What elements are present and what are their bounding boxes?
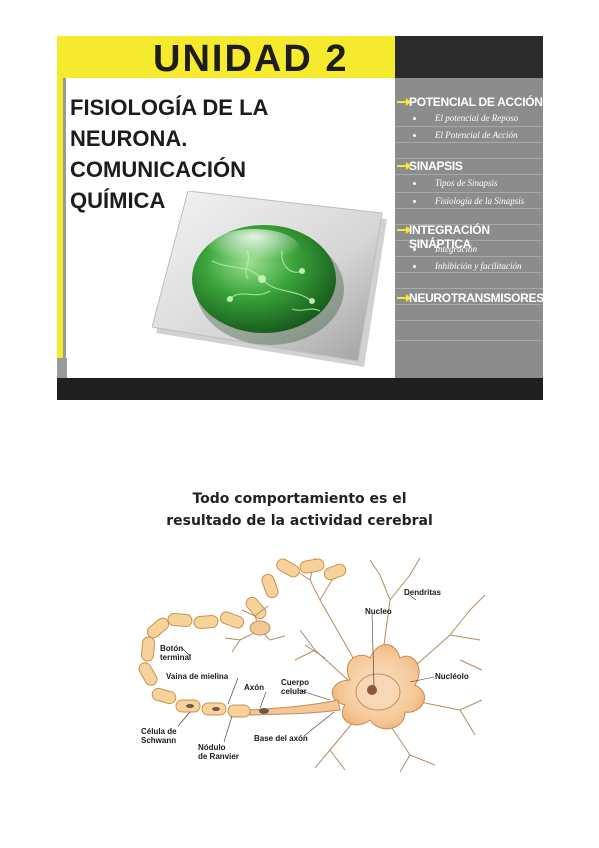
section-title: SINAPSIS (409, 159, 463, 173)
arrow-right-icon (397, 98, 411, 106)
divider (395, 304, 543, 305)
section-item: Inhibición y facilitación (435, 261, 522, 271)
bullet-icon (413, 200, 416, 203)
unit-title: UNIDAD 2 (153, 38, 349, 80)
label-base-axon: Base del axón (254, 734, 308, 743)
section-item: El Potencial de Acción (435, 130, 518, 140)
section-title: POTENCIAL DE ACCIÓN (409, 95, 543, 109)
title-banner-dark (395, 36, 543, 78)
label-line: celular (281, 687, 307, 696)
neuron-diagram (138, 557, 486, 773)
divider (395, 320, 543, 321)
label-cuerpo-celular: Cuerpo celular (281, 678, 309, 696)
bullet-icon (413, 182, 416, 185)
divider (395, 208, 543, 209)
bullet-icon (413, 117, 416, 120)
neuron-bubble-illustration (152, 191, 387, 367)
heading-line: NEURONA. (70, 126, 188, 151)
label-line: Botón (160, 644, 184, 653)
label-celula-schwann: Célula de Schwann (141, 727, 177, 745)
divider (395, 272, 543, 273)
label-dendritas: Dendritas (404, 588, 441, 597)
section-title: NEUROTRANSMISORES (409, 291, 543, 305)
divider (395, 256, 543, 257)
divider (395, 158, 543, 159)
corner-block (57, 358, 67, 378)
heading-line: FISIOLOGÍA DE LA (70, 95, 269, 120)
heading-line: COMUNICACIÓN (70, 157, 246, 182)
label-line: Célula de (141, 727, 177, 736)
slide-unidad-2: UNIDAD 2 FISIOLOGÍA DE LA NEURONA. COMUN… (57, 36, 543, 400)
bullet-icon (413, 265, 416, 268)
label-boton-terminal: Botón terminal (160, 644, 191, 662)
label-line: Cuerpo (281, 678, 309, 687)
divider (395, 240, 543, 241)
title-line: resultado de la actividad cerebral (166, 513, 433, 529)
topics-sidebar: POTENCIAL DE ACCIÓN El potencial de Repo… (395, 78, 543, 378)
slide-heading: FISIOLOGÍA DE LA NEURONA. COMUNICACIÓN Q… (70, 92, 320, 216)
label-axon: Axón (244, 683, 264, 692)
section-title: INTEGRACIÓN SINÁPTICA (409, 223, 490, 251)
title-banner (57, 36, 395, 78)
label-line: de Ranvier (198, 752, 239, 761)
heading-line: QUÍMICA (70, 188, 166, 213)
footer-bar (57, 378, 543, 400)
title-line: Todo comportamiento es el (192, 491, 407, 507)
divider (395, 224, 543, 225)
section-item: Tipos de Sinapsis (435, 178, 498, 188)
arrow-right-icon (397, 162, 411, 170)
slide2-title: Todo comportamiento es el resultado de l… (0, 488, 599, 532)
label-nucleo: Nucleo (365, 607, 392, 616)
arrow-right-icon (397, 294, 411, 302)
accent-bar (57, 78, 63, 358)
label-line: Schwann (141, 736, 177, 745)
divider (395, 126, 543, 127)
divider (395, 192, 543, 193)
label-line: Nódulo (198, 743, 226, 752)
section-item: El potencial de Reposo (435, 113, 519, 123)
divider (395, 340, 543, 341)
arrow-right-icon (397, 226, 411, 234)
bullet-icon (413, 248, 416, 251)
divider (395, 142, 543, 143)
label-vaina-mielina: Vaina de mielina (166, 672, 229, 681)
section-item: Integración (435, 244, 477, 254)
bullet-icon (413, 134, 416, 137)
grey-strip (63, 78, 66, 358)
label-nodulo-ranvier: Nódulo de Ranvier (198, 743, 239, 761)
divider (395, 288, 543, 289)
label-nucleolo: Nucléolo (435, 672, 469, 681)
divider (395, 174, 543, 175)
label-line: terminal (160, 653, 192, 662)
section-item: Fisiología de la Sinapsis (435, 196, 525, 206)
